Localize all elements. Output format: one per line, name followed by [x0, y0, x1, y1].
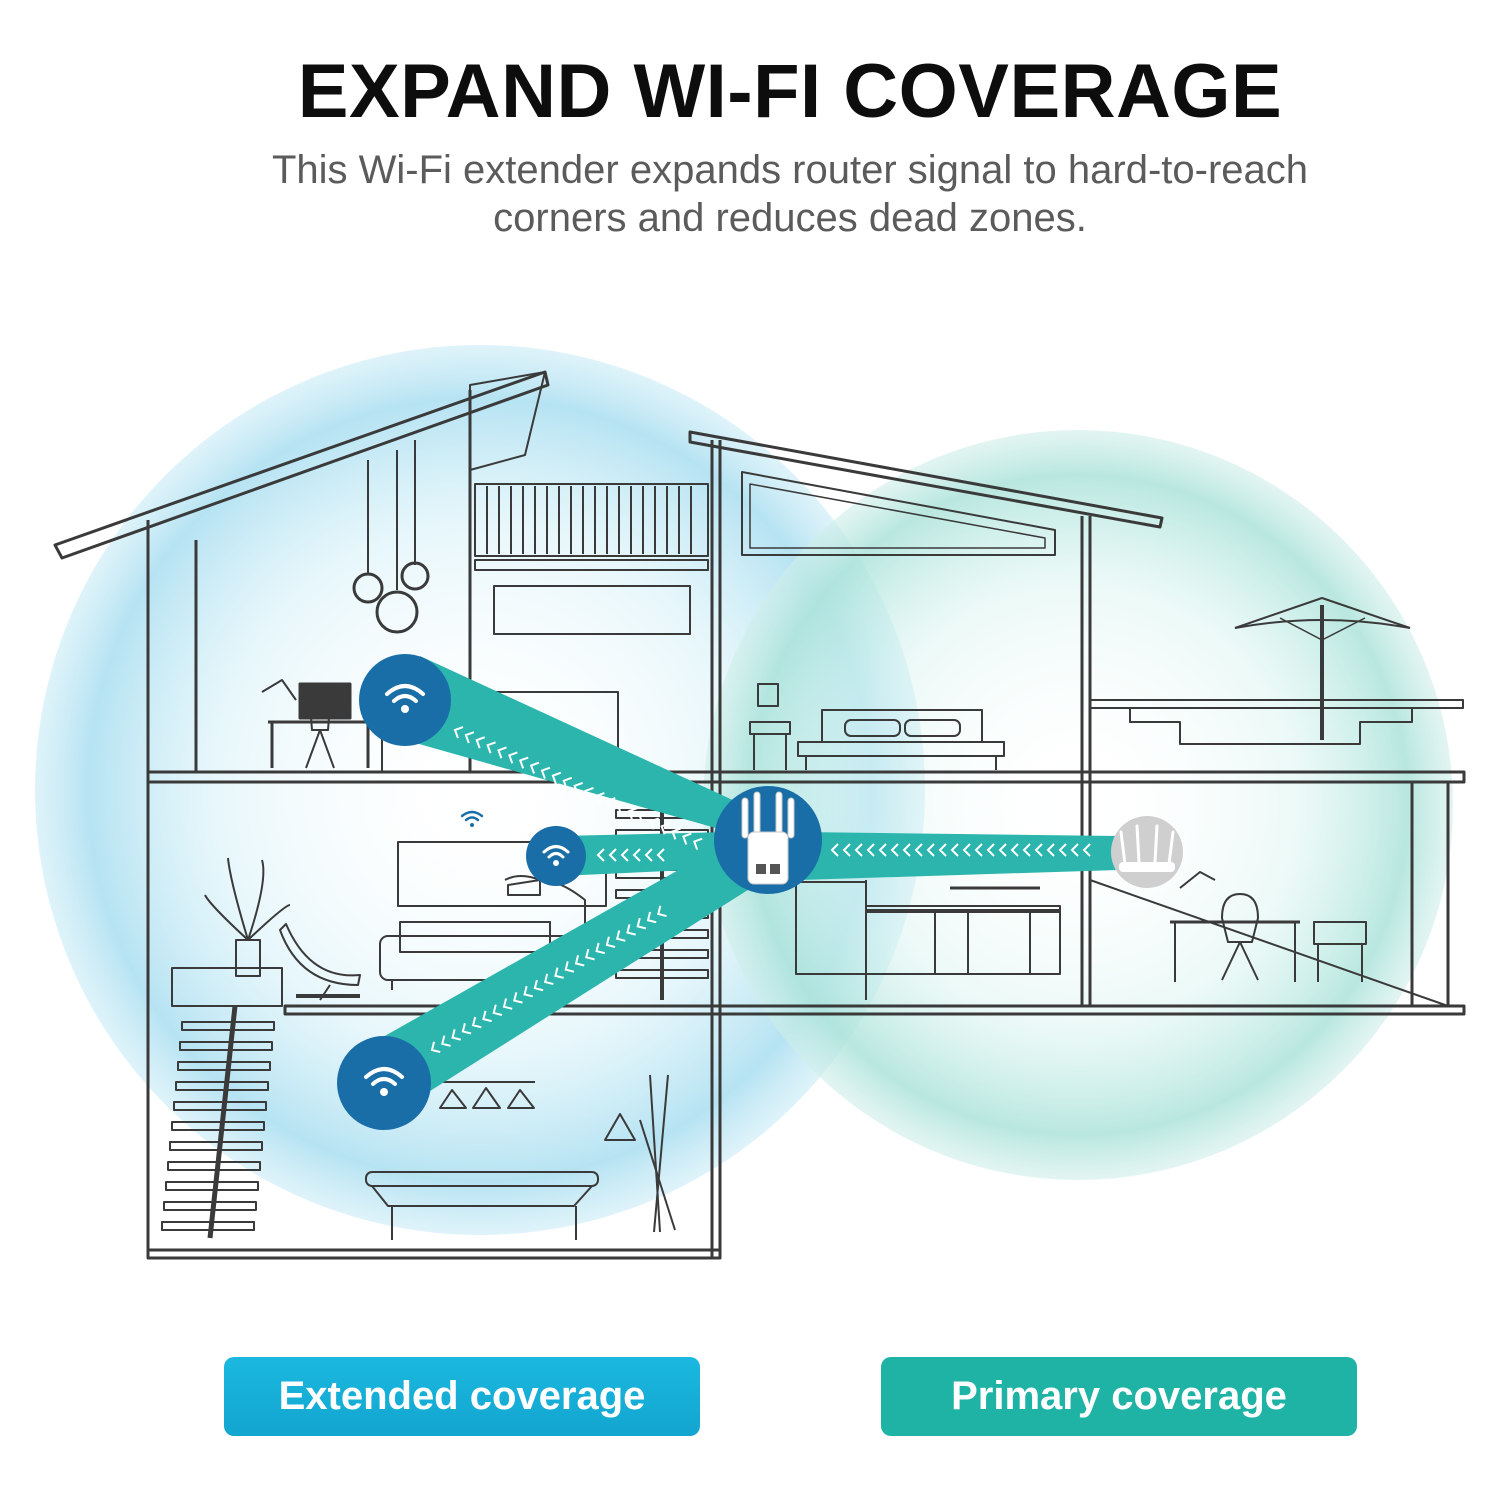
router-icon	[1111, 816, 1183, 888]
legend-primary-coverage: Primary coverage	[881, 1357, 1357, 1436]
client-top-wifi-icon	[359, 654, 451, 746]
page-title: EXPAND WI-FI COVERAGE	[297, 49, 1283, 134]
legend-extended-swatch	[224, 1357, 700, 1436]
wifi-extender-icon	[714, 786, 822, 894]
client-bottom-wifi-icon	[337, 1036, 431, 1130]
client-middle-wifi-icon	[526, 826, 586, 886]
signal-beams	[360, 656, 1118, 1110]
legend-primary-swatch	[881, 1357, 1357, 1436]
page-subtitle: This Wi-Fi extender expands router signa…	[190, 146, 1390, 242]
legend-primary-label: Primary coverage	[951, 1374, 1287, 1418]
beam-to-bottom-client	[360, 842, 770, 1110]
subtitle-line-2: corners and reduces dead zones.	[493, 196, 1087, 240]
primary-coverage-bubble	[703, 430, 1453, 1180]
legend-extended-label: Extended coverage	[278, 1374, 646, 1418]
house-line-art	[53, 370, 1466, 1260]
wifi-icon-small	[460, 810, 484, 827]
beam-to-top-client	[405, 656, 750, 836]
signal-chevrons	[430, 726, 1091, 1054]
subtitle-line-1: This Wi-Fi extender expands router signa…	[271, 148, 1308, 192]
legend-extended-coverage: Extended coverage	[224, 1357, 700, 1436]
beam-to-router	[800, 832, 1118, 880]
